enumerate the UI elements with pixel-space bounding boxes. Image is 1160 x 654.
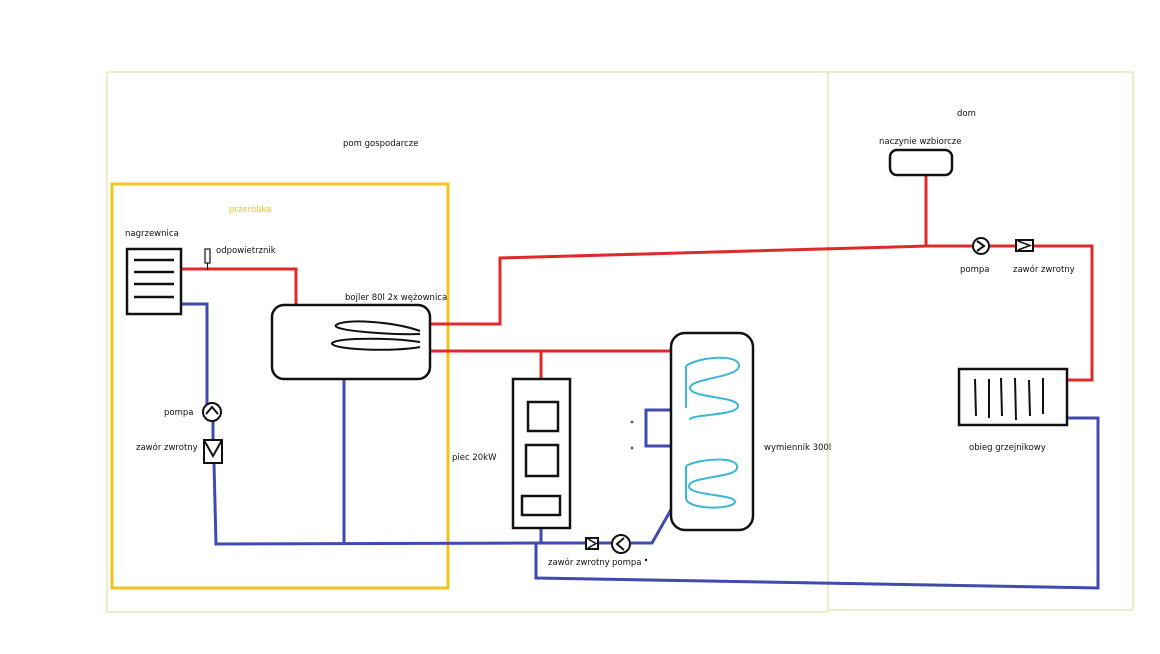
- label-expansion-tank: naczynie wzbiorcze: [879, 137, 962, 147]
- pump-house-icon: [972, 237, 990, 255]
- return-heater-loop: [182, 302, 209, 404]
- label-check-valve-left: zawór zwrotny: [136, 442, 198, 453]
- label-furnace: piec 20kW: [452, 453, 497, 463]
- supply-boiler-to-house: [430, 244, 1094, 382]
- air-vent-icon: [204, 248, 211, 270]
- label-air-vent: odpowietrznik: [216, 246, 276, 256]
- furnace: [511, 377, 572, 530]
- label-check-valve-bottom: zawór zwrotny: [548, 557, 610, 568]
- rework-frame: [110, 182, 450, 590]
- return-heater-bottom: [212, 462, 542, 546]
- return-furnace-to-valve: [539, 528, 586, 545]
- pump-left-icon: [202, 402, 222, 422]
- supply-pipes: [182, 176, 1094, 382]
- dot-1: [630, 420, 634, 424]
- pump-bottom-icon: [611, 534, 631, 554]
- check-valve-house-icon: [1015, 239, 1034, 252]
- house-frame: [827, 71, 1134, 611]
- label-rework: przeróbka: [229, 204, 271, 215]
- return-exchanger-loop: [644, 408, 674, 448]
- label-boiler: bojler 80l 2x wężownica: [345, 293, 447, 303]
- label-pump-left: pompa: [164, 408, 193, 418]
- check-valve-left-icon: [203, 439, 223, 464]
- label-outbuilding: pom gospodarcze: [343, 139, 418, 149]
- dot-3: [644, 558, 648, 562]
- label-pump-house: pompa: [960, 265, 989, 275]
- supply-heater-to-boiler: [182, 267, 298, 304]
- label-house: dom: [957, 109, 976, 119]
- dot-2: [630, 446, 634, 450]
- boiler-tank: [270, 303, 432, 381]
- return-pump-to-exchanger: [631, 507, 674, 545]
- expansion-tank: [888, 148, 954, 177]
- heater: [125, 247, 183, 316]
- label-heater: nagrzewnica: [125, 229, 179, 239]
- return-pipes: [182, 302, 1100, 590]
- label-pump-bottom: pompa: [612, 558, 641, 568]
- return-house-bottom: [534, 416, 1100, 590]
- label-exchanger: wymiennik 300l: [764, 443, 831, 453]
- radiator: [957, 367, 1069, 427]
- label-radiator-circuit: obieg grzejnikowy: [969, 443, 1046, 453]
- check-valve-bottom-icon: [585, 537, 599, 550]
- exchanger-tank: [669, 331, 755, 532]
- label-check-valve-house: zawór zwrotny: [1013, 264, 1075, 275]
